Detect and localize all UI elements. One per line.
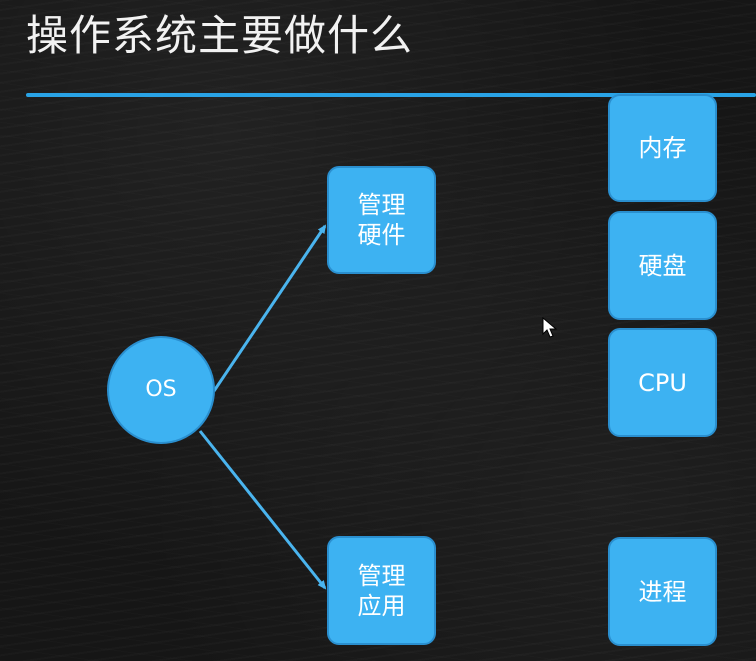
manage-apps-node: 管理 应用 <box>327 536 436 645</box>
connector-os-to-hardware <box>212 224 327 392</box>
connector-os-to-apps <box>198 430 327 590</box>
mouse-cursor-icon <box>542 317 558 338</box>
memory-node: 内存 <box>608 94 717 202</box>
cpu-label: CPU <box>638 368 687 397</box>
disk-node: 硬盘 <box>608 211 717 320</box>
manage-hardware-label: 管理 硬件 <box>357 191 406 249</box>
os-node-label: OS <box>145 377 177 402</box>
manage-apps-label: 管理 应用 <box>357 561 406 620</box>
process-label: 进程 <box>638 577 687 606</box>
title-divider <box>26 93 756 97</box>
process-node: 进程 <box>608 537 717 646</box>
memory-label: 内存 <box>638 134 687 162</box>
slide-title: 操作系统主要做什么 <box>26 11 414 60</box>
manage-hardware-node: 管理 硬件 <box>327 166 436 274</box>
os-node: OS <box>107 336 215 444</box>
disk-label: 硬盘 <box>638 251 687 280</box>
cpu-node: CPU <box>608 328 717 437</box>
